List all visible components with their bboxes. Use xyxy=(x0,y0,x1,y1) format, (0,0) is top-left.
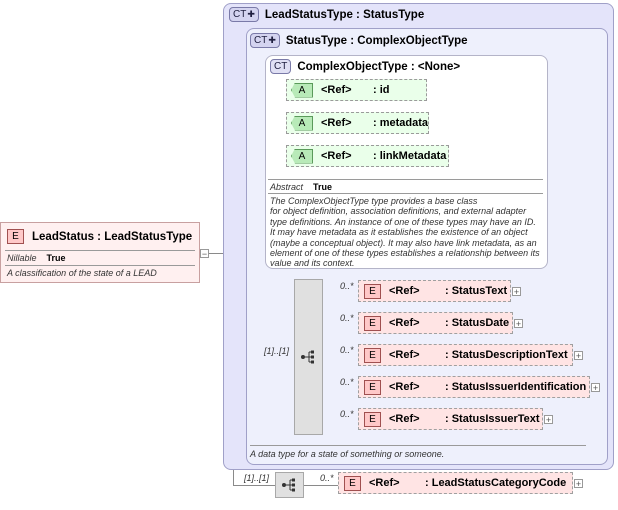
outer-type-header: CT✚ LeadStatusType : StatusType xyxy=(229,7,424,22)
element-status-date[interactable]: E <Ref> : StatusDate xyxy=(358,312,513,334)
attribute-icon: A xyxy=(291,82,313,98)
element-lead-status-category-code[interactable]: E <Ref> : LeadStatusCategoryCode xyxy=(338,472,573,494)
lead-sequence-compositor[interactable] xyxy=(275,472,304,498)
inner-type-documentation: The ComplexObjectType type provides a ba… xyxy=(270,196,540,269)
element-occurrence: 0..* xyxy=(340,409,354,419)
element-badge: E xyxy=(7,229,24,244)
expand-button[interactable]: + xyxy=(591,383,600,393)
abstract-label: Abstract xyxy=(270,182,304,192)
mid-type-header: CT✚ StatusType : ComplexObjectType xyxy=(250,33,468,48)
connector-root-to-type xyxy=(208,253,233,254)
root-element-title: LeadStatus : LeadStatusType xyxy=(32,230,193,243)
attribute-ref: <Ref> xyxy=(320,117,352,129)
element-occurrence: 0..* xyxy=(340,377,354,387)
attribute-icon: A xyxy=(291,148,313,164)
element-name: : StatusDate xyxy=(445,317,510,329)
nillable-value: True xyxy=(46,253,66,263)
connector-lead-el xyxy=(304,485,338,486)
root-collapse-button[interactable]: − xyxy=(200,249,209,259)
attribute-name: : linkMetadata xyxy=(373,150,447,162)
sequence-icon xyxy=(281,478,295,492)
inner-type-header: CT ComplexObjectType : <None> xyxy=(270,59,460,74)
element-ref: <Ref> xyxy=(389,381,420,393)
expand-button[interactable]: + xyxy=(512,287,521,297)
element-name: : StatusIssuerIdentification xyxy=(445,381,587,393)
element-name: : StatusIssuerText xyxy=(445,413,540,425)
attribute-ref: <Ref> xyxy=(321,84,352,96)
root-element[interactable]: E LeadStatus : LeadStatusType Nillable T… xyxy=(0,222,200,283)
abstract-value: True xyxy=(313,182,333,192)
inner-type-title: ComplexObjectType : <None> xyxy=(297,60,461,73)
status-sequence-occurrence: [1]..[1] xyxy=(264,346,290,356)
mid-type-documentation: A data type for a state of something or … xyxy=(250,449,445,459)
nillable-label: Nillable xyxy=(7,253,37,263)
expand-button[interactable]: + xyxy=(514,319,523,329)
attribute-metadata[interactable]: A <Ref> : metadata xyxy=(286,112,429,134)
element-status-issuer-identification[interactable]: E <Ref> : StatusIssuerIdentification xyxy=(358,376,590,398)
complex-type-icon: CT✚ xyxy=(250,33,280,48)
element-name: : LeadStatusCategoryCode xyxy=(425,477,567,489)
attribute-icon: A xyxy=(291,115,313,131)
expand-button[interactable]: + xyxy=(544,415,553,425)
expand-button[interactable]: + xyxy=(574,351,583,361)
element-occurrence: 0..* xyxy=(340,281,354,291)
status-sequence-compositor[interactable] xyxy=(294,279,323,435)
element-icon: E xyxy=(364,315,381,331)
element-icon: E xyxy=(364,347,381,363)
mid-type-title: StatusType : ComplexObjectType xyxy=(285,34,468,47)
attribute-name: : metadata xyxy=(372,117,428,129)
element-occurrence: 0..* xyxy=(320,473,334,483)
attribute-link-metadata[interactable]: A <Ref> : linkMetadata xyxy=(286,145,449,167)
element-occurrence: 0..* xyxy=(340,345,354,355)
element-icon: E xyxy=(364,283,381,299)
attribute-name: : id xyxy=(373,84,390,96)
element-ref: <Ref> xyxy=(389,317,420,329)
element-status-text[interactable]: E <Ref> : StatusText xyxy=(358,280,511,302)
element-ref: <Ref> xyxy=(389,413,420,425)
complex-type-icon: CT✚ xyxy=(229,7,259,22)
element-ref: <Ref> xyxy=(369,477,400,489)
element-icon: E xyxy=(364,379,381,395)
element-status-issuer-text[interactable]: E <Ref> : StatusIssuerText xyxy=(358,408,543,430)
element-icon: E xyxy=(364,411,381,427)
element-status-description-text[interactable]: E <Ref> : StatusDescriptionText xyxy=(358,344,573,366)
element-name: : StatusDescriptionText xyxy=(445,349,568,361)
outer-type-title: LeadStatusType : StatusType xyxy=(264,8,425,21)
element-ref: <Ref> xyxy=(389,349,420,361)
attribute-ref: <Ref> xyxy=(321,150,352,162)
element-ref: <Ref> xyxy=(389,285,420,297)
element-icon: E xyxy=(344,475,361,491)
connector-lead-seq xyxy=(233,485,275,486)
complex-type-icon: CT xyxy=(270,59,292,74)
attribute-id[interactable]: A <Ref> : id xyxy=(286,79,427,101)
root-documentation: A classification of the state of a LEAD xyxy=(7,268,157,278)
expand-button[interactable]: + xyxy=(574,479,583,489)
sequence-icon xyxy=(300,350,314,364)
lead-sequence-occurrence: [1]..[1] xyxy=(244,473,270,483)
element-name: : StatusText xyxy=(445,285,508,297)
element-occurrence: 0..* xyxy=(340,313,354,323)
